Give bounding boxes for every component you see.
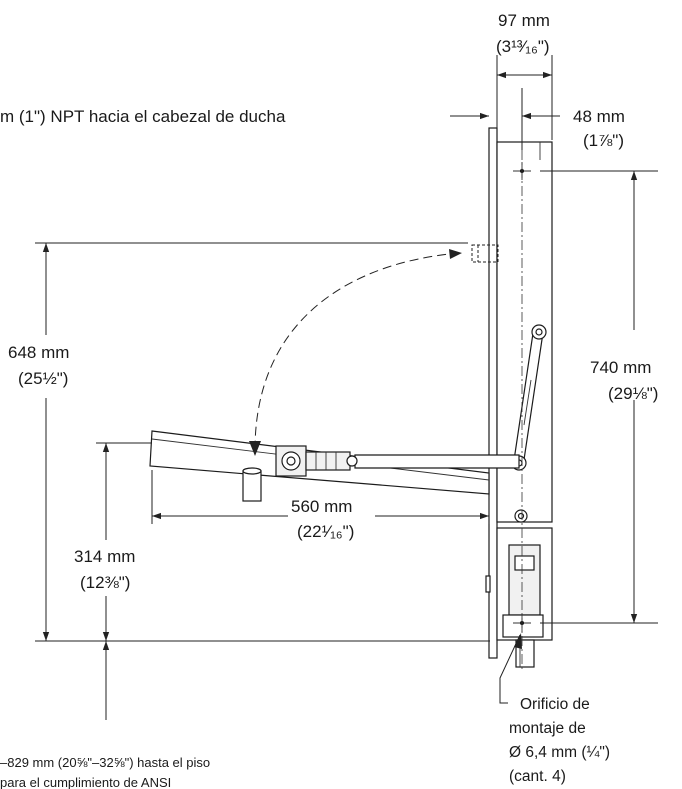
floor-note-line-2: para el cumplimiento de ANSI: [0, 775, 171, 789]
mounting-hole-line-3: Ø 6,4 mm (¼"): [509, 744, 610, 761]
dim-97-in: (3¹³⁄₁₆"): [496, 37, 550, 56]
dim-740-in: (29⅛"): [608, 384, 658, 403]
dim-740-mm: 740 mm: [590, 358, 651, 377]
dim-648-mm: 648 mm: [8, 343, 69, 362]
pipe-note: m (1") NPT hacia el cabezal de ducha: [0, 107, 286, 126]
dim-560-mm: 560 mm: [291, 497, 352, 516]
dim-48-in: (1⅞"): [583, 131, 624, 150]
mounting-hole-line-2: montaje de: [509, 720, 586, 737]
dim-314-mm: 314 mm: [74, 547, 135, 566]
pipe-connection-hidden: [471, 244, 499, 263]
dim-314-in: (12⅜"): [80, 573, 130, 592]
mounting-hole-line-4: (cant. 4): [509, 768, 566, 785]
dim-648-in: (25½"): [18, 369, 68, 388]
floor-note-line-1: –829 mm (20⅝"–32⅝") hasta el piso: [0, 755, 210, 770]
wall-plate: [485, 127, 553, 668]
dim-560-in: (22¹⁄₁₆"): [297, 522, 354, 541]
seat: [149, 430, 520, 502]
mounting-hole-line-1: Orificio de: [520, 696, 590, 713]
dim-97-mm: 97 mm: [498, 11, 550, 30]
dim-48-mm: 48 mm: [573, 107, 625, 126]
